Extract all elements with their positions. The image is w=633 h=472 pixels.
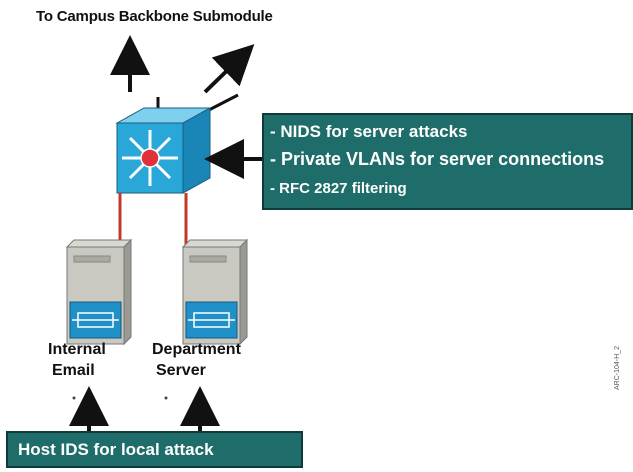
security-callout: - NIDS for server attacks - Private VLAN… xyxy=(262,113,633,210)
callout-line-nids: - NIDS for server attacks xyxy=(270,122,468,141)
stub-dot xyxy=(164,396,168,400)
multilayer-switch-icon xyxy=(115,107,212,194)
stub-dot xyxy=(72,396,76,400)
diagram-title: To Campus Backbone Submodule xyxy=(36,8,273,25)
figure-code: ARC-104-H_2 xyxy=(614,346,621,390)
callout-line-rfc: - RFC 2827 filtering xyxy=(270,180,407,197)
host-ids-box: Host IDS for local attack xyxy=(6,431,303,468)
backbone-arrow-diagonal xyxy=(203,44,255,94)
server-department-label-line2: Server xyxy=(156,362,206,379)
server-department-label-line1: Department xyxy=(152,341,241,358)
callout-line-pvlan: - Private VLANs for server connections xyxy=(270,149,605,169)
server-email-label-line2: Email xyxy=(52,362,95,379)
server-email-icon xyxy=(65,238,133,346)
server-email-label-line1: Internal xyxy=(48,341,106,358)
server-department-icon xyxy=(181,238,249,346)
